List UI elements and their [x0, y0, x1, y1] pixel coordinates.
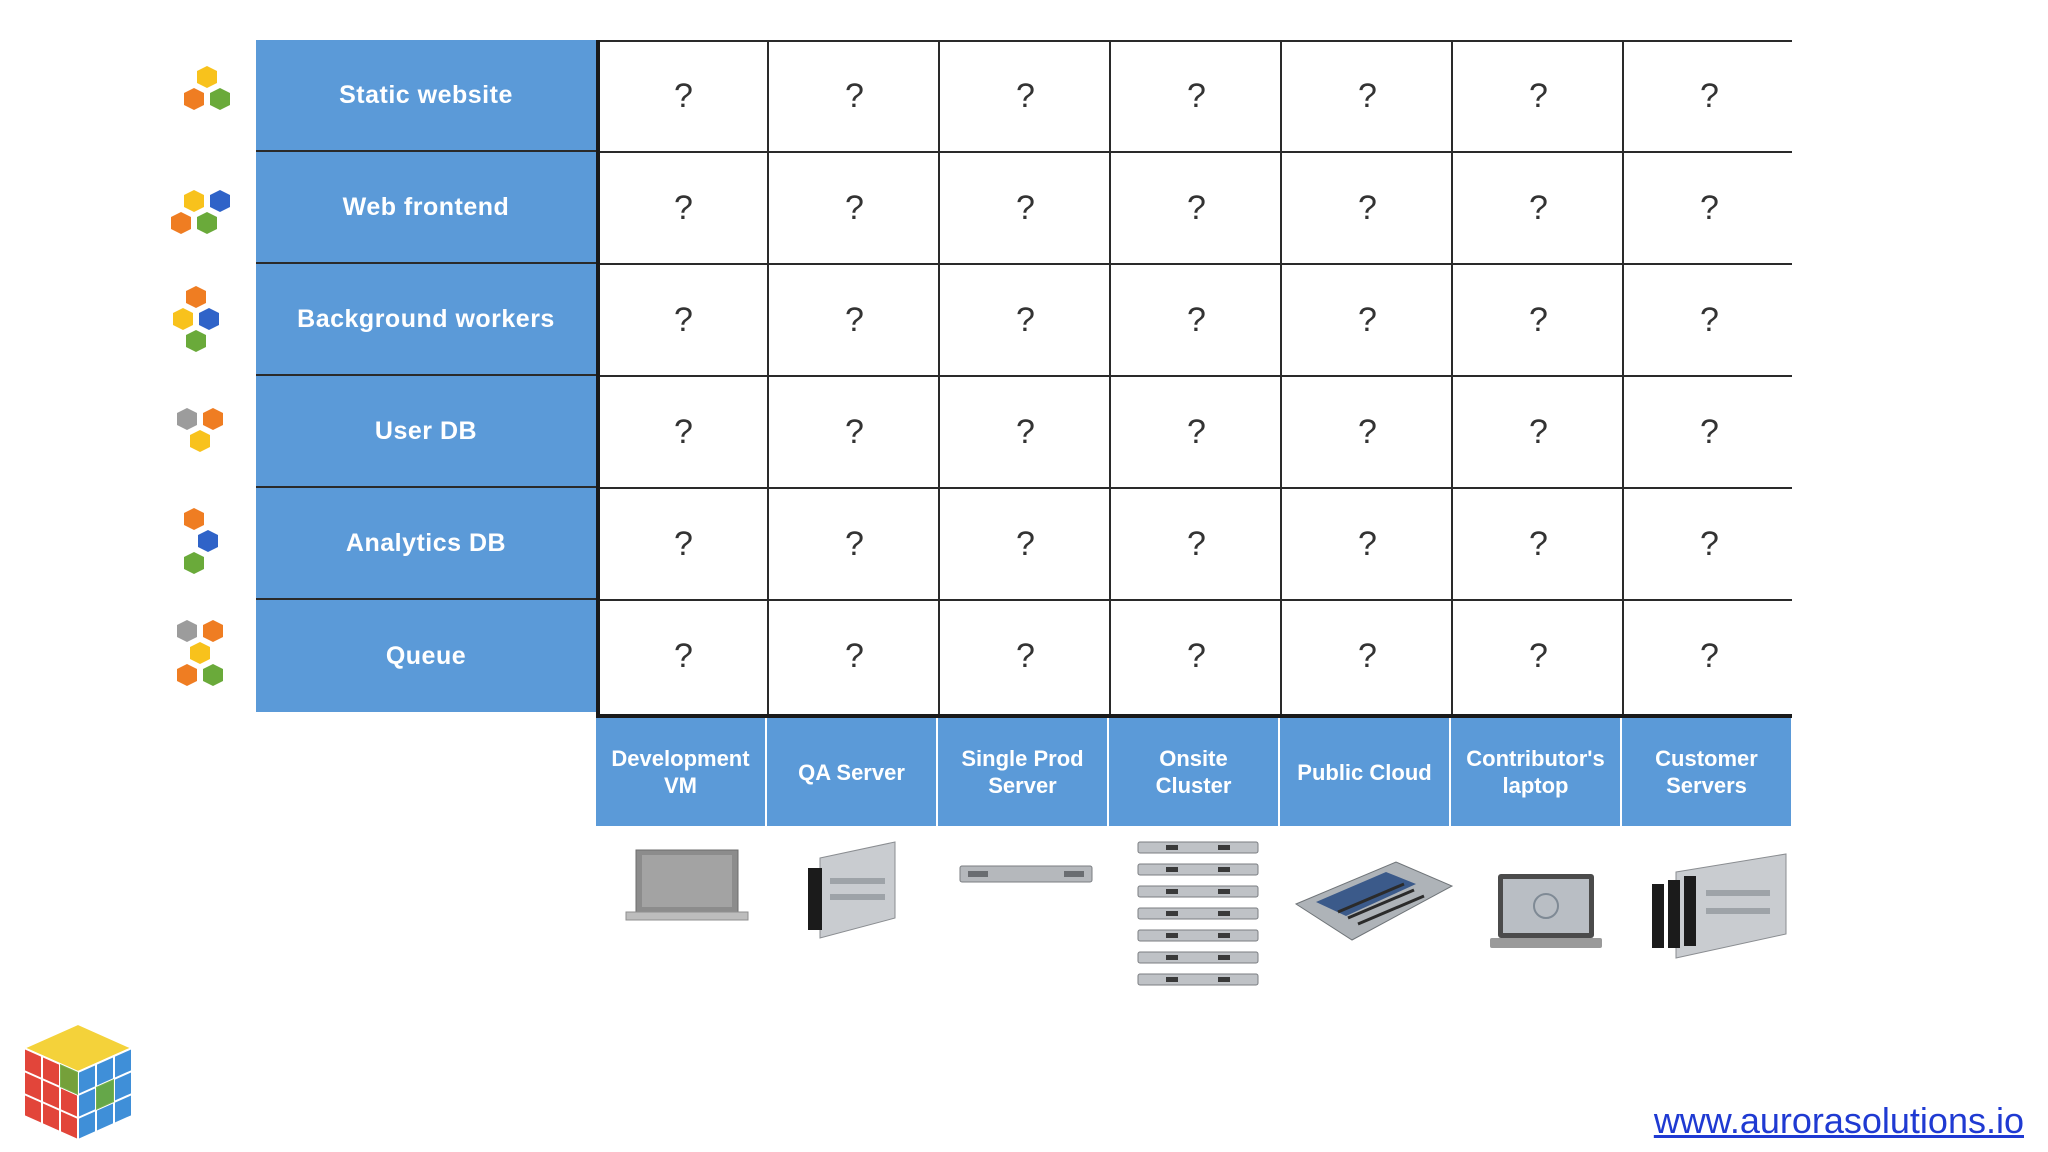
grid-line — [1280, 40, 1282, 714]
grid-line — [600, 599, 1792, 601]
grid-line — [600, 487, 1792, 489]
matrix-cell: ? — [674, 188, 693, 227]
matrix-cell: ? — [1016, 188, 1035, 227]
column-headers: Development VM QA Server Single Prod Ser… — [596, 714, 1792, 826]
matrix-cell: ? — [845, 412, 864, 451]
matrix-cell: ? — [1358, 300, 1377, 339]
grid-line — [938, 40, 940, 714]
matrix-cell: ? — [1529, 188, 1548, 227]
matrix-cell: ? — [1529, 300, 1548, 339]
matrix-cell: ? — [845, 300, 864, 339]
company-logo — [18, 1020, 138, 1149]
matrix-cell: ? — [1358, 188, 1377, 227]
grid-line — [1451, 40, 1453, 714]
hex-cluster-icon — [168, 404, 238, 464]
matrix-cell: ? — [845, 524, 864, 563]
hex-cluster-icon — [168, 616, 238, 696]
matrix-cell: ? — [1187, 188, 1206, 227]
column-label-single-prod-server: Single Prod Server — [938, 718, 1107, 826]
matrix-cell: ? — [845, 188, 864, 227]
matrix-cell: ? — [1700, 636, 1719, 675]
matrix-cell: ? — [1016, 76, 1035, 115]
row-label-user-db: User DB — [256, 376, 596, 488]
matrix-cell: ? — [1358, 524, 1377, 563]
matrix-cell: ? — [1016, 300, 1035, 339]
row-label-static-website: Static website — [256, 40, 596, 152]
column-label-customer-servers: Customer Servers — [1622, 718, 1791, 826]
grid-line — [767, 40, 769, 714]
column-label-onsite-cluster: Onsite Cluster — [1109, 718, 1278, 826]
row-label-queue: Queue — [256, 600, 596, 712]
matrix-cell: ? — [1700, 76, 1719, 115]
matrix-cell: ? — [1187, 636, 1206, 675]
grid-line — [600, 40, 1792, 42]
grid-line — [1109, 40, 1111, 714]
matrix-cell: ? — [674, 76, 693, 115]
matrix-cell: ? — [674, 524, 693, 563]
hex-cluster-icon — [172, 504, 232, 584]
grid-line — [600, 151, 1792, 153]
column-label-contributors-laptop: Contributor's laptop — [1451, 718, 1620, 826]
matrix-cell: ? — [674, 412, 693, 451]
matrix-cell: ? — [1529, 76, 1548, 115]
matrix-cell: ? — [1016, 636, 1035, 675]
blade-server-image — [1646, 850, 1794, 966]
column-label-public-cloud: Public Cloud — [1280, 718, 1449, 826]
blade-server-image — [800, 838, 910, 948]
hex-cluster-icon — [164, 186, 244, 246]
column-label-development-vm: Development VM — [596, 718, 765, 826]
matrix-cell: ? — [1187, 76, 1206, 115]
matrix-cell: ? — [1016, 412, 1035, 451]
matrix-cell: ? — [1187, 412, 1206, 451]
matrix-cell: ? — [1700, 300, 1719, 339]
row-label-analytics-db: Analytics DB — [256, 488, 596, 600]
grid-line — [1622, 40, 1624, 714]
deployment-matrix: ????????????????????????????????????????… — [596, 40, 1792, 714]
matrix-cell: ? — [845, 76, 864, 115]
matrix-cell: ? — [674, 300, 693, 339]
matrix-cell: ? — [1358, 412, 1377, 451]
matrix-cell: ? — [1016, 524, 1035, 563]
row-label-background-workers: Background workers — [256, 264, 596, 376]
column-label-qa-server: QA Server — [767, 718, 936, 826]
matrix-cell: ? — [845, 636, 864, 675]
grid-line — [600, 263, 1792, 265]
matrix-cell: ? — [1358, 636, 1377, 675]
laptop-image — [622, 846, 752, 926]
matrix-cell: ? — [1700, 412, 1719, 451]
laptop-image — [1486, 870, 1606, 954]
matrix-cell: ? — [1700, 188, 1719, 227]
motherboard-image — [1286, 854, 1456, 944]
server-stack-image — [1136, 838, 1260, 988]
row-label-web-frontend: Web frontend — [256, 152, 596, 264]
hex-cluster-icon — [172, 62, 242, 122]
matrix-cell: ? — [1529, 524, 1548, 563]
matrix-cell: ? — [1529, 412, 1548, 451]
matrix-cell: ? — [1187, 300, 1206, 339]
matrix-cell: ? — [674, 636, 693, 675]
matrix-cell: ? — [1358, 76, 1377, 115]
website-link[interactable]: www.aurorasolutions.io — [1653, 1100, 2024, 1141]
hex-cluster-icon — [164, 282, 234, 362]
matrix-cell: ? — [1700, 524, 1719, 563]
rack-server-image — [956, 860, 1096, 890]
matrix-cell: ? — [1529, 636, 1548, 675]
grid-line — [600, 375, 1792, 377]
matrix-cell: ? — [1187, 524, 1206, 563]
